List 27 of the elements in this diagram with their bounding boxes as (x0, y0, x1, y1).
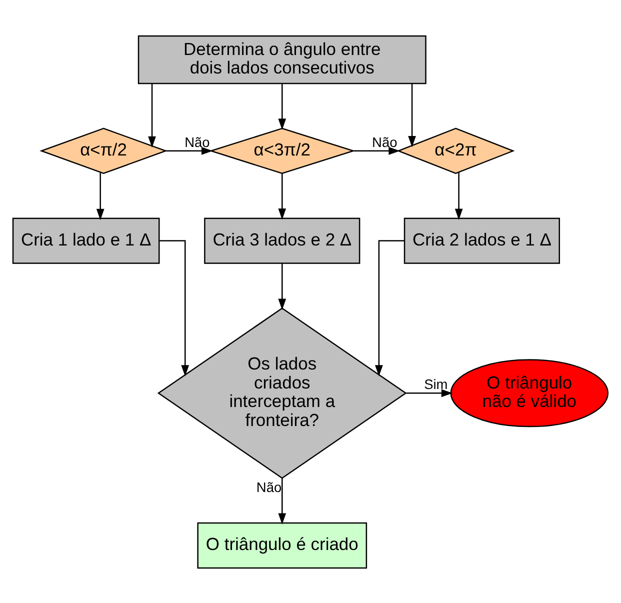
node-diamond: α<2π (396, 127, 515, 174)
node-diamond: α<π/2 (40, 127, 168, 174)
node-box: Cria 1 lado e 1 Δ (12, 217, 160, 264)
node-diamond: α<3π/2 (208, 127, 356, 174)
arrow (166, 146, 213, 154)
arrow (408, 83, 416, 147)
edge-label: Não (184, 134, 210, 150)
node-box: O triângulo é criado (197, 522, 368, 568)
arrow (454, 172, 463, 220)
arrow (354, 146, 400, 154)
edge-label: Sim (424, 376, 448, 392)
edge-label: Não (372, 134, 398, 150)
arrow (96, 172, 104, 220)
node-box: Cria 3 lados e 2 Δ (204, 217, 360, 264)
arrow (160, 240, 190, 376)
arrow (278, 173, 286, 220)
node-diamond: Os lados criados interceptam a fronteira? (157, 306, 407, 478)
node-box: Cria 2 lados e 1 Δ (404, 217, 560, 264)
arrow (375, 240, 404, 376)
arrow (278, 478, 286, 524)
arrow (278, 262, 286, 310)
edge-label: Não (256, 480, 282, 495)
arrow (148, 83, 156, 148)
node-ellipse: O triângulo não é válido (450, 358, 609, 427)
arrow (406, 388, 453, 397)
arrow (278, 83, 286, 130)
node-box: Determina o ângulo entre dois lados consecutivos (138, 34, 426, 84)
